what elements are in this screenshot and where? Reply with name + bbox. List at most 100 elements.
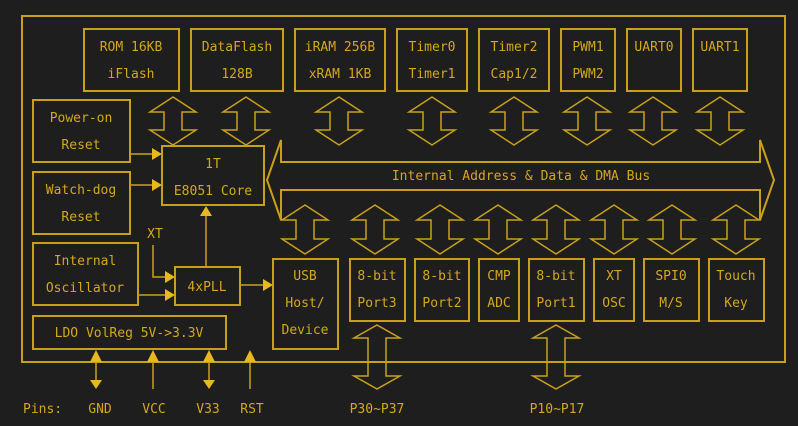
pins-label: Pins: bbox=[23, 402, 62, 417]
block-label: 128B bbox=[221, 67, 252, 82]
top-block-timer01: Timer0 Timer1 bbox=[396, 28, 468, 92]
pin-label-rst: RST bbox=[240, 402, 264, 417]
block-label: LDO VolReg 5V->3.3V bbox=[55, 326, 204, 341]
block-label: iRAM 256B bbox=[305, 40, 376, 55]
bottom-block-usb: USB Host/ Device bbox=[272, 258, 339, 350]
bidirectional-arrow-icon bbox=[406, 96, 458, 146]
pin-rst bbox=[244, 350, 256, 389]
port-pin-arrows bbox=[351, 324, 582, 390]
block-label: PWM2 bbox=[572, 67, 603, 82]
bidirectional-arrow-icon bbox=[313, 96, 365, 146]
block-label: UART0 bbox=[634, 40, 673, 55]
block-label: Timer0 bbox=[409, 40, 456, 55]
bidirectional-arrow-icon bbox=[694, 96, 746, 146]
block-label: Internal bbox=[54, 254, 117, 269]
arrowhead-icon bbox=[263, 279, 273, 291]
block-label: Timer1 bbox=[409, 67, 456, 82]
block-label: OSC bbox=[602, 296, 625, 311]
bottom-block-port1: 8-bit Port1 bbox=[528, 258, 585, 322]
block-label: Port1 bbox=[536, 296, 575, 311]
block-label: PWM1 bbox=[572, 40, 603, 55]
top-block-ram: iRAM 256B xRAM 1KB bbox=[294, 28, 386, 92]
block-label: 8-bit bbox=[357, 269, 396, 284]
arrowhead-icon bbox=[152, 148, 162, 160]
pin-vcc bbox=[147, 350, 159, 389]
bottom-block-xt-osc: XT OSC bbox=[593, 258, 635, 322]
pin-gnd bbox=[90, 350, 102, 389]
left-block-power-on-reset: Power-on Reset bbox=[32, 99, 131, 163]
bidirectional-arrow-icon bbox=[710, 204, 762, 255]
block-label: XT bbox=[606, 269, 622, 284]
bottom-block-cmp-adc: CMP ADC bbox=[478, 258, 520, 322]
block-label: xRAM 1KB bbox=[309, 67, 372, 82]
block-label: Port2 bbox=[422, 296, 461, 311]
ldo-block: LDO VolReg 5V->3.3V bbox=[32, 315, 227, 350]
pin-label-v33: V33 bbox=[196, 402, 219, 417]
block-label: Timer2 bbox=[491, 40, 538, 55]
bidirectional-arrow-icon bbox=[147, 96, 199, 146]
pin-label-gnd: GND bbox=[88, 402, 112, 417]
top-bus-arrows bbox=[147, 96, 746, 146]
arrowhead-icon bbox=[165, 271, 175, 283]
block-label: iFlash bbox=[108, 67, 155, 82]
chip-outline bbox=[21, 15, 786, 363]
block-label: Power-on bbox=[50, 111, 113, 126]
bottom-block-touch-key: Touch Key bbox=[708, 258, 765, 322]
bidirectional-arrow-icon bbox=[627, 96, 679, 146]
block-label: 8-bit bbox=[422, 269, 461, 284]
top-block-pwm: PWM1 PWM2 bbox=[560, 28, 616, 92]
bidirectional-arrow-icon bbox=[588, 204, 640, 255]
block-label: SPI0 bbox=[655, 269, 686, 284]
bus-label: Internal Address & Data & DMA Bus bbox=[392, 169, 650, 184]
bidirectional-arrow-icon bbox=[646, 204, 698, 255]
block-label: Device bbox=[282, 323, 329, 338]
arrowhead-icon bbox=[165, 289, 175, 301]
block-label: ROM 16KB bbox=[100, 40, 163, 55]
bidirectional-arrow-icon bbox=[561, 96, 613, 146]
pll-block: 4xPLL bbox=[174, 266, 241, 306]
arrowhead-icon bbox=[200, 206, 212, 216]
arrowhead-icon bbox=[152, 179, 162, 191]
block-label: Port3 bbox=[357, 296, 396, 311]
bidirectional-arrow-icon bbox=[472, 204, 524, 255]
bidirectional-arrow-icon bbox=[349, 204, 401, 255]
bidirectional-arrow-icon bbox=[530, 204, 582, 255]
xt-to-pll-line bbox=[152, 245, 165, 278]
bottom-bus-arrows bbox=[279, 204, 762, 255]
pin-v33 bbox=[203, 350, 215, 389]
bidirectional-arrow-icon bbox=[414, 204, 466, 255]
block-label: Touch bbox=[716, 269, 755, 284]
block-label: E8051 Core bbox=[174, 184, 252, 199]
port3-pin-arrow-icon bbox=[351, 324, 403, 390]
block-label: Cap1/2 bbox=[491, 67, 538, 82]
bidirectional-arrow-icon bbox=[279, 204, 331, 255]
pin-label-port3: P30~P37 bbox=[350, 402, 405, 417]
pin-label-port1: P10~P17 bbox=[530, 402, 585, 417]
bottom-block-port2: 8-bit Port2 bbox=[414, 258, 470, 322]
bottom-block-port3: 8-bit Port3 bbox=[349, 258, 406, 322]
block-label: ADC bbox=[487, 296, 510, 311]
xt-label: XT bbox=[147, 227, 163, 242]
block-label: DataFlash bbox=[202, 40, 272, 55]
port1-pin-arrow-icon bbox=[530, 324, 582, 390]
left-block-watchdog-reset: Watch-dog Reset bbox=[32, 171, 131, 235]
core-block: 1T E8051 Core bbox=[161, 145, 265, 206]
block-label: M/S bbox=[659, 296, 682, 311]
block-label: 8-bit bbox=[536, 269, 575, 284]
block-label: Reset bbox=[61, 210, 100, 225]
block-label: CMP bbox=[487, 269, 511, 284]
top-block-dataflash: DataFlash 128B bbox=[190, 28, 284, 92]
block-label: Reset bbox=[61, 138, 100, 153]
block-label: 4xPLL bbox=[187, 280, 226, 295]
bottom-block-spi: SPI0 M/S bbox=[643, 258, 700, 322]
top-block-rom: ROM 16KB iFlash bbox=[83, 28, 180, 92]
top-block-uart0: UART0 bbox=[626, 28, 682, 92]
bidirectional-arrow-icon bbox=[488, 96, 540, 146]
block-label: Oscillator bbox=[46, 281, 124, 296]
block-label: Host/ bbox=[285, 296, 324, 311]
top-block-timer2: Timer2 Cap1/2 bbox=[478, 28, 550, 92]
bidirectional-arrow-icon bbox=[220, 96, 272, 146]
top-block-uart1: UART1 bbox=[692, 28, 748, 92]
left-block-internal-oscillator: Internal Oscillator bbox=[32, 242, 139, 306]
